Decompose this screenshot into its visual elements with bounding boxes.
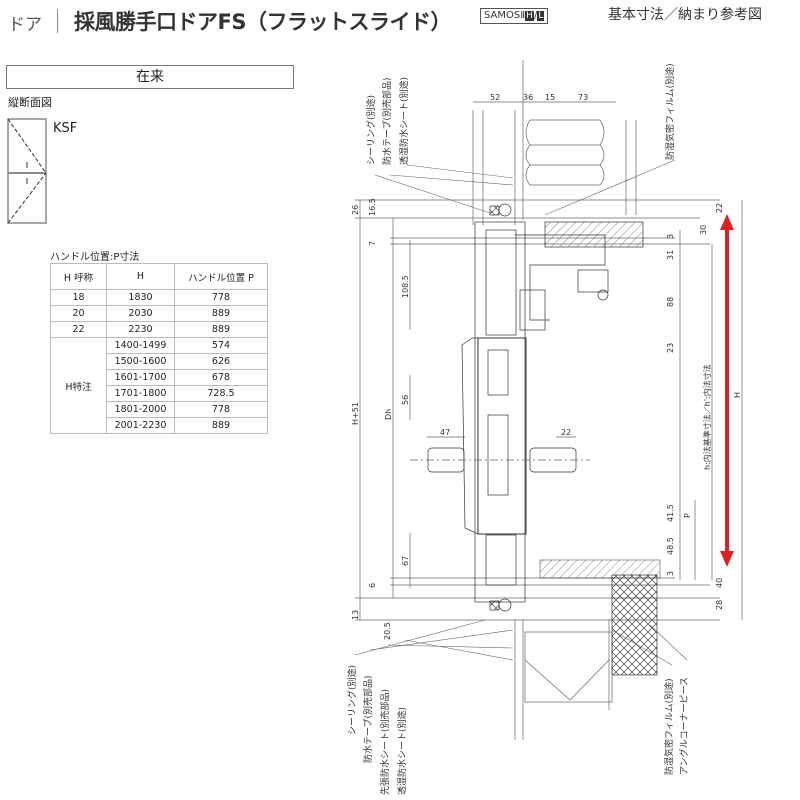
callout-labels: シーリング(別途) 防水テープ(別売部品) 透湿防水シート(別途) 防湿気密フィ… [346,63,690,795]
callout-leaders [354,159,688,666]
dim-p: P [683,513,692,518]
dim-26: 26 [351,205,360,215]
dim-r-23: 23 [666,343,675,353]
dim-67: 67 [401,556,410,566]
callout-tape-top: 防水テープ(別売部品) [381,78,393,165]
floor-crosshatch [611,574,658,676]
badge-l: L [537,11,545,21]
dim-6: 6 [368,583,377,588]
dim-top-52: 52 [490,93,500,102]
badge-sep: / [533,10,538,21]
callout-corner-piece: アングルコーナーピース [678,677,690,775]
dim-r-30: 30 [699,225,708,235]
callout-sheet-top: 透湿防水シート(別途) [398,77,410,165]
dim-r-22: 22 [715,203,724,213]
door-elevation-icon [7,118,47,224]
series-badge: SAMOSⅡH/L [480,8,549,24]
dim-r-3b: 3 [666,571,675,576]
dim-20-5: 20.5 [383,622,392,640]
dim-r-28: 28 [715,600,724,610]
dim-r-41-5: 41.5 [666,504,675,522]
callout-sealing-bottom: シーリング(別途) [346,665,358,735]
callout-tape-bottom: 防水テープ(別売部品) [362,676,374,763]
document-type: 基本寸法／納まり参考図 [608,7,762,23]
dim-r-3a: 3 [666,234,675,239]
callout-presheet-bottom: 先張防水シート(別売部品) [379,689,391,795]
threshold-hatch [539,559,661,579]
callout-sealing-top: シーリング(別途) [365,95,377,165]
badge-text: SAMOSⅡ [484,10,526,21]
arrow-up-icon [720,214,734,230]
title-divider [57,9,58,33]
model-label: KSF [53,121,78,136]
structure-lines [355,60,743,740]
dim-h-label: h:内法基準寸法／h':内法寸法 [702,364,712,470]
dim-dh: Dh [384,409,393,420]
cell-special: H特注 [50,337,107,434]
sill-hatch-top [544,221,644,248]
dim-108-5: 108.5 [401,275,410,298]
dimension-labels: 52 36 15 73 26 16.5 7 108.5 56 Dh H+51 4… [351,93,742,640]
table-caption: ハンドル位置:P寸法 [50,252,140,263]
section-label: 縦断面図 [8,96,52,109]
dim-22-handle: 22 [561,428,571,437]
dim-7: 7 [368,241,377,246]
dim-top-15: 15 [545,93,555,102]
dim-r-40: 40 [715,578,724,588]
category-label: ドア [8,15,42,35]
cell: 889 [174,417,268,434]
dim-r-31: 31 [666,250,675,260]
arrow-down-icon [720,551,734,567]
badge-h: H [525,11,534,21]
page-title: 採風勝手口ドアFS（フラットスライド） [74,10,451,34]
dim-r-48-5: 48.5 [666,537,675,555]
dim-H: H [733,392,742,398]
callout-film-top: 防湿気密フィルム(別途) [664,63,676,160]
callout-sheet-bottom: 透湿防水シート(別途) [396,707,408,795]
section-box: 在来 [6,65,294,89]
dim-16-5: 16.5 [368,198,377,216]
col-h: H [106,263,175,290]
dim-13: 13 [351,610,360,620]
dim-56: 56 [401,395,410,405]
dim-r-88: 88 [666,297,675,307]
dim-top-36: 36 [523,93,533,102]
dim-h-plus-51: H+51 [351,402,360,425]
callout-film-bottom: 防湿気密フィルム(別途) [663,678,675,775]
dim-top-73: 73 [578,93,588,102]
dim-47: 47 [440,428,450,437]
